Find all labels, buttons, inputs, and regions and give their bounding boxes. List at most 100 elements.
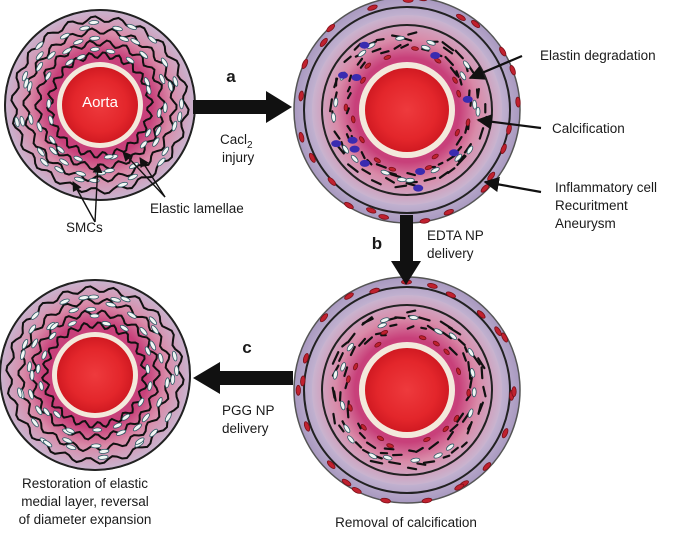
smc-cell xyxy=(380,317,390,323)
smc-cell xyxy=(76,54,86,61)
elastin-fragment xyxy=(329,98,333,113)
smc-cell xyxy=(466,145,474,155)
smc-cell xyxy=(395,35,405,41)
step-a-injury: injury xyxy=(222,150,255,165)
smc-cell xyxy=(132,423,142,432)
smc-cell xyxy=(408,315,419,321)
step-a-letter: a xyxy=(226,67,236,86)
elastin-fragment xyxy=(478,127,485,140)
elastin-fragment xyxy=(407,31,418,36)
smc-cell xyxy=(26,361,32,373)
smc-cell xyxy=(126,23,137,30)
inflammatory-cell xyxy=(417,0,428,2)
smc-cell xyxy=(139,50,149,59)
inflammatory-cell xyxy=(298,132,305,143)
elastin-fragment xyxy=(422,460,436,464)
smc-cell xyxy=(35,61,44,72)
smc-cell xyxy=(65,58,74,66)
smc-cell xyxy=(28,389,34,400)
elastin-fragment xyxy=(346,92,352,100)
smc-cell xyxy=(333,97,339,108)
smc-cell xyxy=(75,170,86,177)
smc-cell xyxy=(426,39,436,46)
smc-cell xyxy=(14,116,20,128)
injury-pointers xyxy=(468,54,542,194)
smc-cell xyxy=(152,137,160,147)
smc-cell xyxy=(59,298,70,305)
elastin-fragment xyxy=(363,336,373,345)
smc-cell xyxy=(144,128,152,138)
smc-cell xyxy=(36,121,43,133)
step-b-arrow xyxy=(391,215,421,285)
smc-cell xyxy=(170,374,176,385)
elastin-fragment xyxy=(343,55,352,63)
inflammatory-cell xyxy=(301,58,309,69)
smc-cell xyxy=(56,146,65,154)
calcium-deposit xyxy=(449,149,459,157)
elastin-fragment xyxy=(437,161,444,166)
red-cell xyxy=(346,375,351,384)
smc-cell xyxy=(430,167,440,174)
elastin-fragment xyxy=(333,130,341,140)
elastin-fragment xyxy=(371,47,382,53)
smc-cell xyxy=(159,73,166,85)
smc-cell xyxy=(116,429,127,436)
smc-cell xyxy=(90,46,100,52)
smc-cell xyxy=(35,51,44,61)
step-c-letter: c xyxy=(242,338,251,357)
red-cell xyxy=(466,388,471,397)
inflammatory-cell xyxy=(344,201,354,210)
smc-cell xyxy=(405,177,415,183)
inflammatory-cell xyxy=(511,386,517,398)
smc-cell xyxy=(135,437,145,445)
smc-cell xyxy=(396,177,407,183)
elastin-fragment xyxy=(356,57,364,66)
smc-cell xyxy=(31,418,39,428)
smc-cell xyxy=(19,115,25,127)
elastic-lamellae-label: Elastic lamellae xyxy=(150,201,244,216)
elastin-fragment xyxy=(457,338,466,347)
smc-cell xyxy=(177,111,183,123)
red-cell xyxy=(374,341,382,348)
inflammatory-cell xyxy=(500,143,507,155)
smc-cell xyxy=(88,294,99,300)
restoration-caption-3: of diameter expansion xyxy=(19,512,152,527)
smc-cell xyxy=(471,387,477,398)
elastin-fragment xyxy=(442,454,451,459)
red-cell xyxy=(373,157,381,163)
elastin-fragment xyxy=(482,385,487,398)
elastin-fragment xyxy=(389,323,398,328)
calcium-deposit xyxy=(359,159,370,167)
calcium-deposit xyxy=(338,71,348,79)
smc-cell xyxy=(73,39,84,45)
smc-cell xyxy=(164,412,172,423)
smc-cell xyxy=(48,135,56,145)
smc-cell xyxy=(332,369,338,380)
red-cell xyxy=(376,435,385,442)
smc-cell xyxy=(357,49,367,57)
decalcified-aorta-cross-section xyxy=(293,276,521,504)
calcium-deposit xyxy=(349,145,360,153)
smc-cell xyxy=(125,56,135,64)
smc-cell xyxy=(179,98,184,110)
inflammatory-label-2: Recuritment xyxy=(555,198,628,213)
elastin-fragment xyxy=(420,326,428,330)
elastin-fragment xyxy=(446,154,456,162)
elastin-fragment xyxy=(444,55,454,66)
red-cell xyxy=(452,76,458,84)
red-cell xyxy=(353,362,359,371)
elastin-fragment xyxy=(331,386,336,399)
step-a-agent-subscript: 2 xyxy=(247,140,253,151)
elastin-fragment xyxy=(460,441,468,448)
red-cell xyxy=(386,443,394,449)
smc-cell xyxy=(469,368,476,378)
elastin-fragment xyxy=(385,176,395,184)
smc-cell xyxy=(42,439,53,448)
smc-cell xyxy=(161,146,170,156)
red-cell xyxy=(424,165,433,171)
elastin-fragment xyxy=(455,136,463,146)
elastin-fragment xyxy=(416,462,427,466)
step-b-delivery: delivery xyxy=(427,246,474,261)
